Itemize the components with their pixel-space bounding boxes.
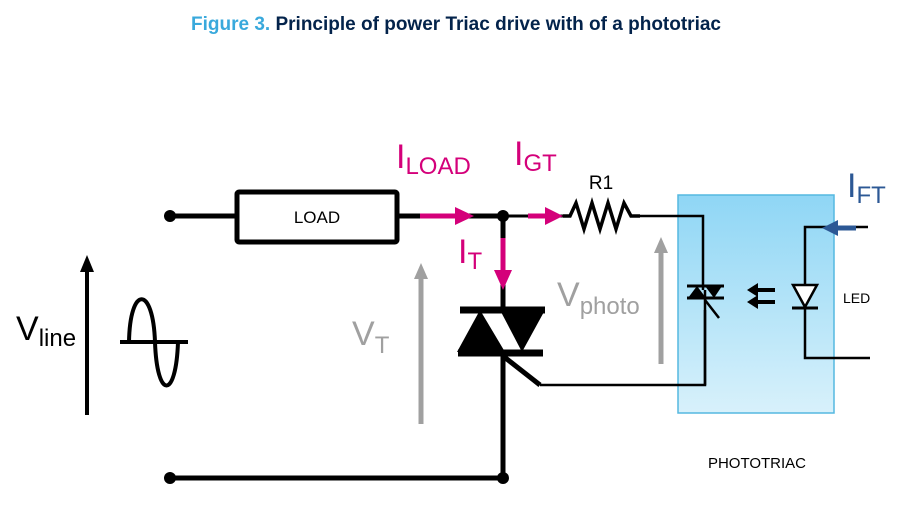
i-load-label: ILOAD (396, 138, 471, 180)
v-photo-label: Vphoto (557, 276, 640, 320)
power-triac-symbol (457, 306, 545, 478)
r1-label: R1 (589, 173, 613, 194)
load-label: LOAD (294, 208, 340, 227)
phototriac-symbol (687, 284, 724, 385)
load-box (234, 189, 400, 245)
i-load-arrow (420, 207, 474, 225)
v-line-arrow (80, 255, 94, 415)
led-label: LED (843, 290, 870, 306)
v-photo-arrow (654, 237, 668, 364)
phototriac-label: PHOTOTRIAC (708, 455, 806, 472)
bottom-wire (164, 472, 509, 484)
v-t-label: VT (352, 315, 390, 359)
v-t-arrow (414, 263, 428, 424)
resistor-r1 (563, 197, 640, 235)
figure-caption: Principle of power Triac drive with of a… (275, 14, 721, 35)
figure-number: Figure 3. (191, 14, 271, 35)
i-ft-arrow (822, 220, 856, 236)
figure-title: Figure 3. Principle of power Triac drive… (0, 14, 912, 36)
i-ft-label: IFT (847, 167, 886, 209)
gate-resistor-wire (640, 214, 705, 290)
i-gt-arrow (528, 207, 563, 225)
i-t-label: IT (458, 233, 482, 275)
v-line-label: Vline (16, 310, 76, 352)
ac-source-icon (120, 297, 188, 388)
i-gt-label: IGT (514, 135, 557, 177)
i-t-arrow (494, 238, 512, 290)
light-arrows-icon (747, 283, 775, 309)
